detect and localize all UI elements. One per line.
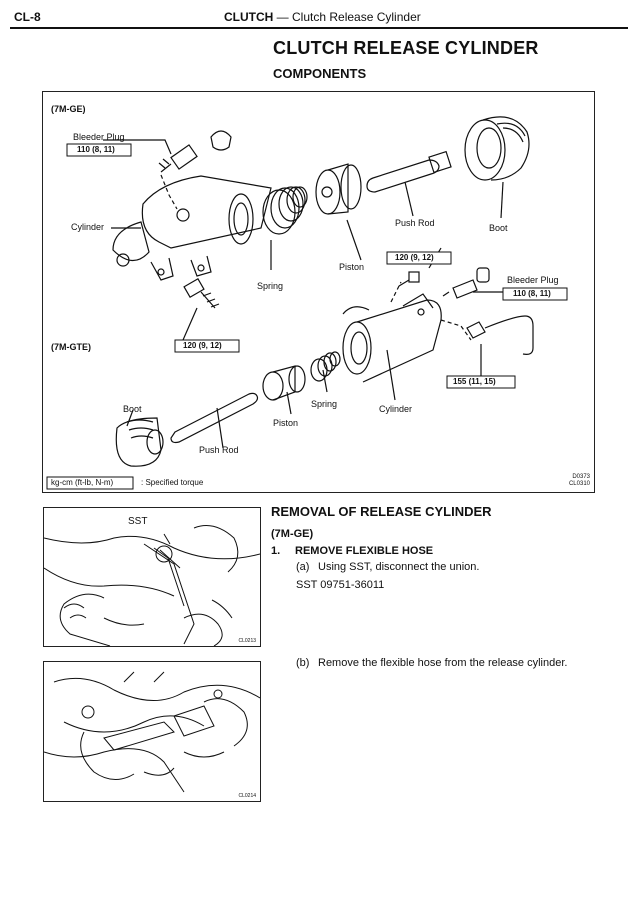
boot-top (464, 116, 530, 181)
section-name: CLUTCH (224, 10, 274, 24)
bleeder-cap (210, 130, 232, 151)
substep-a-text: Using SST, disconnect the union. (318, 561, 480, 573)
photo1-code: CL0213 (238, 638, 256, 644)
figure-codes: D0373 CL0310 (569, 474, 590, 488)
header-rule (10, 27, 628, 29)
torque-box-union (446, 375, 516, 389)
torque-bleeder-top: 110 (8, 11) (77, 145, 115, 154)
photo2-code: CL0214 (238, 793, 256, 799)
substep-a-letter: (a) (296, 561, 310, 573)
variant-label-top: (7M-GE) (51, 104, 86, 114)
label-bleeder-plug-top: Bleeder Plug (73, 132, 125, 142)
torque-union: 155 (11, 15) (453, 377, 496, 386)
cylinder-top (112, 175, 272, 281)
bleeder-plug-bottom (398, 271, 420, 287)
substep-b-text: Remove the flexible hose from the releas… (318, 657, 568, 669)
components-diagram: (7M-GE) (7M-GTE) Bleeder Plug 110 (8, 11… (42, 91, 595, 493)
exploded-view-drawing (46, 116, 568, 490)
spring-top (262, 186, 308, 235)
push-rod-bottom (170, 392, 259, 444)
label-bleeder-plug-bottom: Bleeder Plug (507, 275, 559, 285)
variant-label-bottom: (7M-GTE) (51, 342, 91, 352)
torque-bleeder-bottom: 110 (8, 11) (513, 289, 551, 298)
sst-number: SST 09751-36011 (296, 579, 385, 591)
page-number: CL-8 (14, 10, 41, 24)
torque-box-bleeder-top (66, 143, 132, 157)
illustration-sst-wrench (43, 525, 261, 647)
hose-union (466, 315, 534, 355)
label-push-rod-top: Push Rod (395, 218, 435, 228)
torque-bolt-top: 120 (9, 12) (183, 341, 222, 350)
piston-bottom (262, 365, 306, 401)
legend-text: : Specified torque (141, 478, 204, 487)
step-1: 1. REMOVE FLEXIBLE HOSE (271, 545, 433, 557)
cylinder-bottom (342, 293, 442, 383)
substep-a: (a) Using SST, disconnect the union. (296, 561, 479, 573)
bleeder-plug-top (158, 144, 198, 173)
label-spring-top: Spring (257, 281, 284, 291)
substep-b-letter: (b) (296, 657, 310, 669)
figure-code-1: D0373 (572, 474, 590, 480)
push-rod-top (366, 150, 452, 193)
sst-label: SST (128, 516, 148, 527)
removal-variant: (7M-GE) (271, 528, 314, 540)
spring-bottom (310, 351, 341, 382)
photo-disconnect-union: SST CL0213 (43, 507, 261, 647)
label-push-rod-bottom: Push Rod (199, 445, 239, 455)
label-cylinder-bottom: Cylinder (379, 404, 413, 414)
step-title: REMOVE FLEXIBLE HOSE (295, 545, 434, 557)
step-number: 1. (271, 545, 281, 557)
header-dash: — (276, 10, 289, 24)
torque-box-bolt-bottom (386, 251, 452, 265)
label-piston-top: Piston (339, 262, 365, 272)
figure-code-2: CL0310 (568, 481, 590, 487)
illustration-hose-removal (43, 671, 261, 793)
torque-bolt-bottom: 120 (9, 12) (395, 253, 434, 262)
legend-box (46, 476, 134, 490)
label-boot-top: Boot (489, 223, 508, 233)
piston-top (315, 163, 362, 215)
removal-heading: REMOVAL OF RELEASE CYLINDER (271, 504, 492, 519)
subsection-name: Clutch Release Cylinder (292, 10, 421, 24)
substep-b: (b) Remove the flexible hose from the rel… (296, 657, 567, 669)
bleeder-cap-bottom (476, 267, 490, 283)
label-spring-bottom: Spring (311, 399, 338, 409)
label-cylinder-top: Cylinder (71, 222, 105, 232)
torque-box-bolt-top (174, 339, 240, 353)
components-heading: COMPONENTS (273, 66, 367, 81)
page-title: CLUTCH RELEASE CYLINDER (273, 38, 539, 58)
photo-remove-hose: CL0214 (43, 661, 261, 802)
legend-units: kg-cm (ft-lb, N-m) (51, 478, 114, 487)
boot-bottom (115, 417, 164, 467)
bolt-top (183, 277, 220, 309)
torque-box-bleeder-bottom (502, 287, 568, 301)
label-piston-bottom: Piston (273, 418, 299, 428)
label-boot-bottom: Boot (123, 404, 142, 414)
bleeder-plug-right (442, 279, 478, 299)
running-header: CLUTCH — Clutch Release Cylinder (224, 10, 421, 24)
